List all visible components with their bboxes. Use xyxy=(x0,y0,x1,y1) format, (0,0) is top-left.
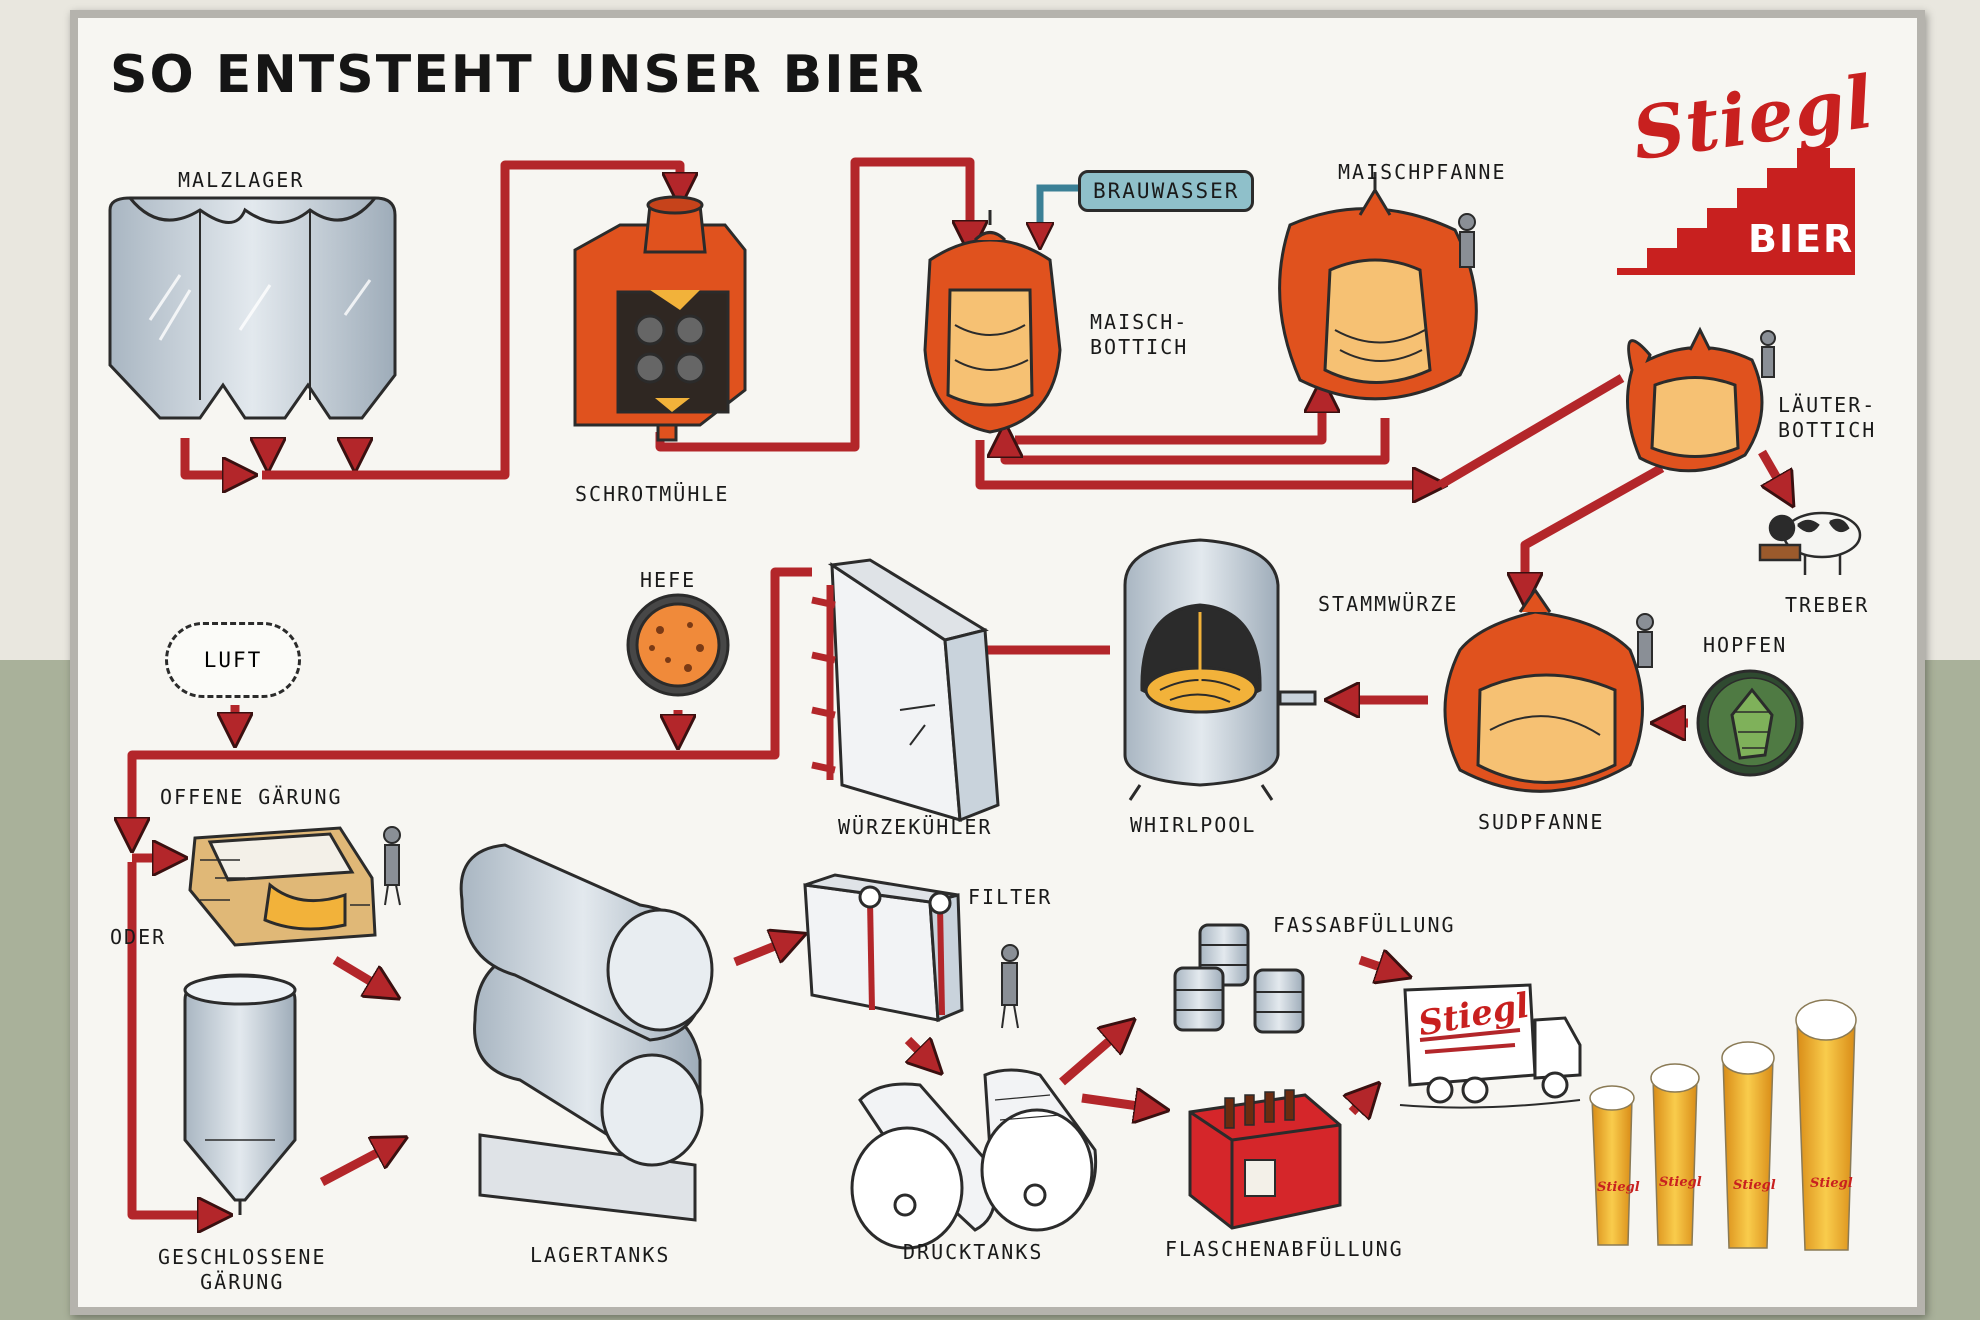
lauter-tun-icon xyxy=(1626,326,1776,473)
pipe-mill-to-mashtun xyxy=(655,157,970,452)
luft-label: LUFT xyxy=(203,648,263,672)
open-fermenter-icon xyxy=(188,826,401,947)
malt-silo-icon xyxy=(108,196,397,420)
worker-icon xyxy=(1458,213,1476,268)
label-oder: ODER xyxy=(110,925,167,949)
logo-product: BIER xyxy=(1748,217,1855,261)
worker-icon xyxy=(383,826,401,906)
label-laeuterbottich: LÄUTER- BOTTICH xyxy=(1778,393,1877,442)
worker-icon xyxy=(1001,944,1019,1029)
label-schrotmuehle: SCHROTMÜHLE xyxy=(575,482,730,506)
label-sudpfanne: SUDPFANNE xyxy=(1478,810,1605,834)
worker-icon xyxy=(1636,613,1654,668)
label-malzlager: MALZLAGER xyxy=(178,168,305,192)
label-stammwuerze: STAMMWÜRZE xyxy=(1318,592,1459,616)
arrow-flasche-to-truck xyxy=(1352,1095,1368,1112)
cow-icon xyxy=(1758,511,1862,575)
label-filter: FILTER xyxy=(968,885,1053,909)
keg-icon xyxy=(1173,923,1305,1034)
label-hefe: HEFE xyxy=(640,568,697,592)
bottle-crate-icon xyxy=(1188,1089,1342,1230)
label-drucktanks: DRUCKTANKS xyxy=(903,1240,1044,1264)
glass-brand-4: Stiegl xyxy=(1810,1176,1853,1191)
brew-kettle-icon xyxy=(1443,587,1654,793)
arrow-lauter-to-treber xyxy=(1758,449,1785,492)
logo-stairs xyxy=(1617,148,1855,275)
pipe-lauter-in xyxy=(1437,374,1625,489)
luft-cloud: LUFT xyxy=(165,622,301,698)
arrow-open-to-lager xyxy=(332,956,385,990)
pressure-tank-icon xyxy=(850,1068,1098,1250)
lager-tank-icon xyxy=(459,843,714,1222)
arrow-silo-1 xyxy=(180,438,240,475)
pipe-kettle-to-mashtun xyxy=(1005,418,1390,465)
stiegl-logo: Stiegl BIER xyxy=(1610,59,1880,285)
pipes xyxy=(127,157,1785,1215)
worker-icon xyxy=(1760,330,1776,378)
wort-cooler-icon xyxy=(811,558,1000,823)
arrow-filter-to-druck xyxy=(908,1040,930,1062)
label-geschlossene-gaerung: GESCHLOSSENE GÄRUNG xyxy=(158,1245,327,1294)
label-fassabfuellung: FASSABFÜLLUNG xyxy=(1273,913,1456,937)
label-offene-gaerung: OFFENE GÄRUNG xyxy=(160,785,343,809)
brauwasser-tag: BRAUWASSER xyxy=(1078,170,1255,212)
label-maischpfanne: MAISCHPFANNE xyxy=(1338,160,1507,184)
truck-icon xyxy=(1399,983,1582,1109)
label-flaschenabfuellung: FLASCHENABFÜLLUNG xyxy=(1165,1237,1404,1261)
arrow-closed-to-lager xyxy=(319,1145,392,1186)
pipe-brauwasser xyxy=(1040,184,1082,236)
glass-brand-2: Stiegl xyxy=(1659,1175,1702,1190)
whirlpool-icon xyxy=(1123,538,1317,801)
beer-glass-icon xyxy=(1589,999,1857,1251)
label-maischbottich: MAISCH- BOTTICH xyxy=(1090,310,1189,359)
label-lagertanks: LAGERTANKS xyxy=(530,1243,671,1267)
glass-brand-3: Stiegl xyxy=(1733,1178,1776,1193)
pipe-lauter-to-sud xyxy=(1525,464,1665,590)
mash-tun-icon xyxy=(923,210,1062,434)
logo-brand: Stiegl xyxy=(1627,58,1879,177)
pipe-cooler-to-fermentation xyxy=(132,567,812,835)
mill-icon xyxy=(573,195,747,442)
page-title: SO ENTSTEHT UNSER BIER xyxy=(110,45,926,105)
pipe-mashtun-to-kettle xyxy=(1015,395,1322,445)
closed-fermenter-icon xyxy=(183,973,297,1215)
label-hopfen: HOPFEN xyxy=(1703,633,1788,657)
label-wuerzekuehler: WÜRZEKÜHLER xyxy=(838,815,993,839)
glass-brand-1: Stiegl xyxy=(1597,1180,1640,1195)
arrow-fass-to-truck xyxy=(1358,960,1395,972)
yeast-icon xyxy=(626,593,730,697)
pipe-mashtun-to-lauter xyxy=(975,440,1430,485)
arrow-lager-to-filter xyxy=(733,940,790,967)
label-whirlpool: WHIRLPOOL xyxy=(1130,813,1257,837)
arrow-druck-to-flasche xyxy=(1081,1098,1152,1108)
pipe-oder-branch xyxy=(127,862,215,1215)
label-treber: TREBER xyxy=(1785,593,1870,617)
hops-icon xyxy=(1696,669,1804,777)
pipe-malt-to-mill xyxy=(262,160,680,480)
filter-icon xyxy=(803,873,1019,1029)
arrow-druck-to-fass xyxy=(1059,1030,1122,1086)
mash-kettle-icon xyxy=(1278,172,1478,401)
